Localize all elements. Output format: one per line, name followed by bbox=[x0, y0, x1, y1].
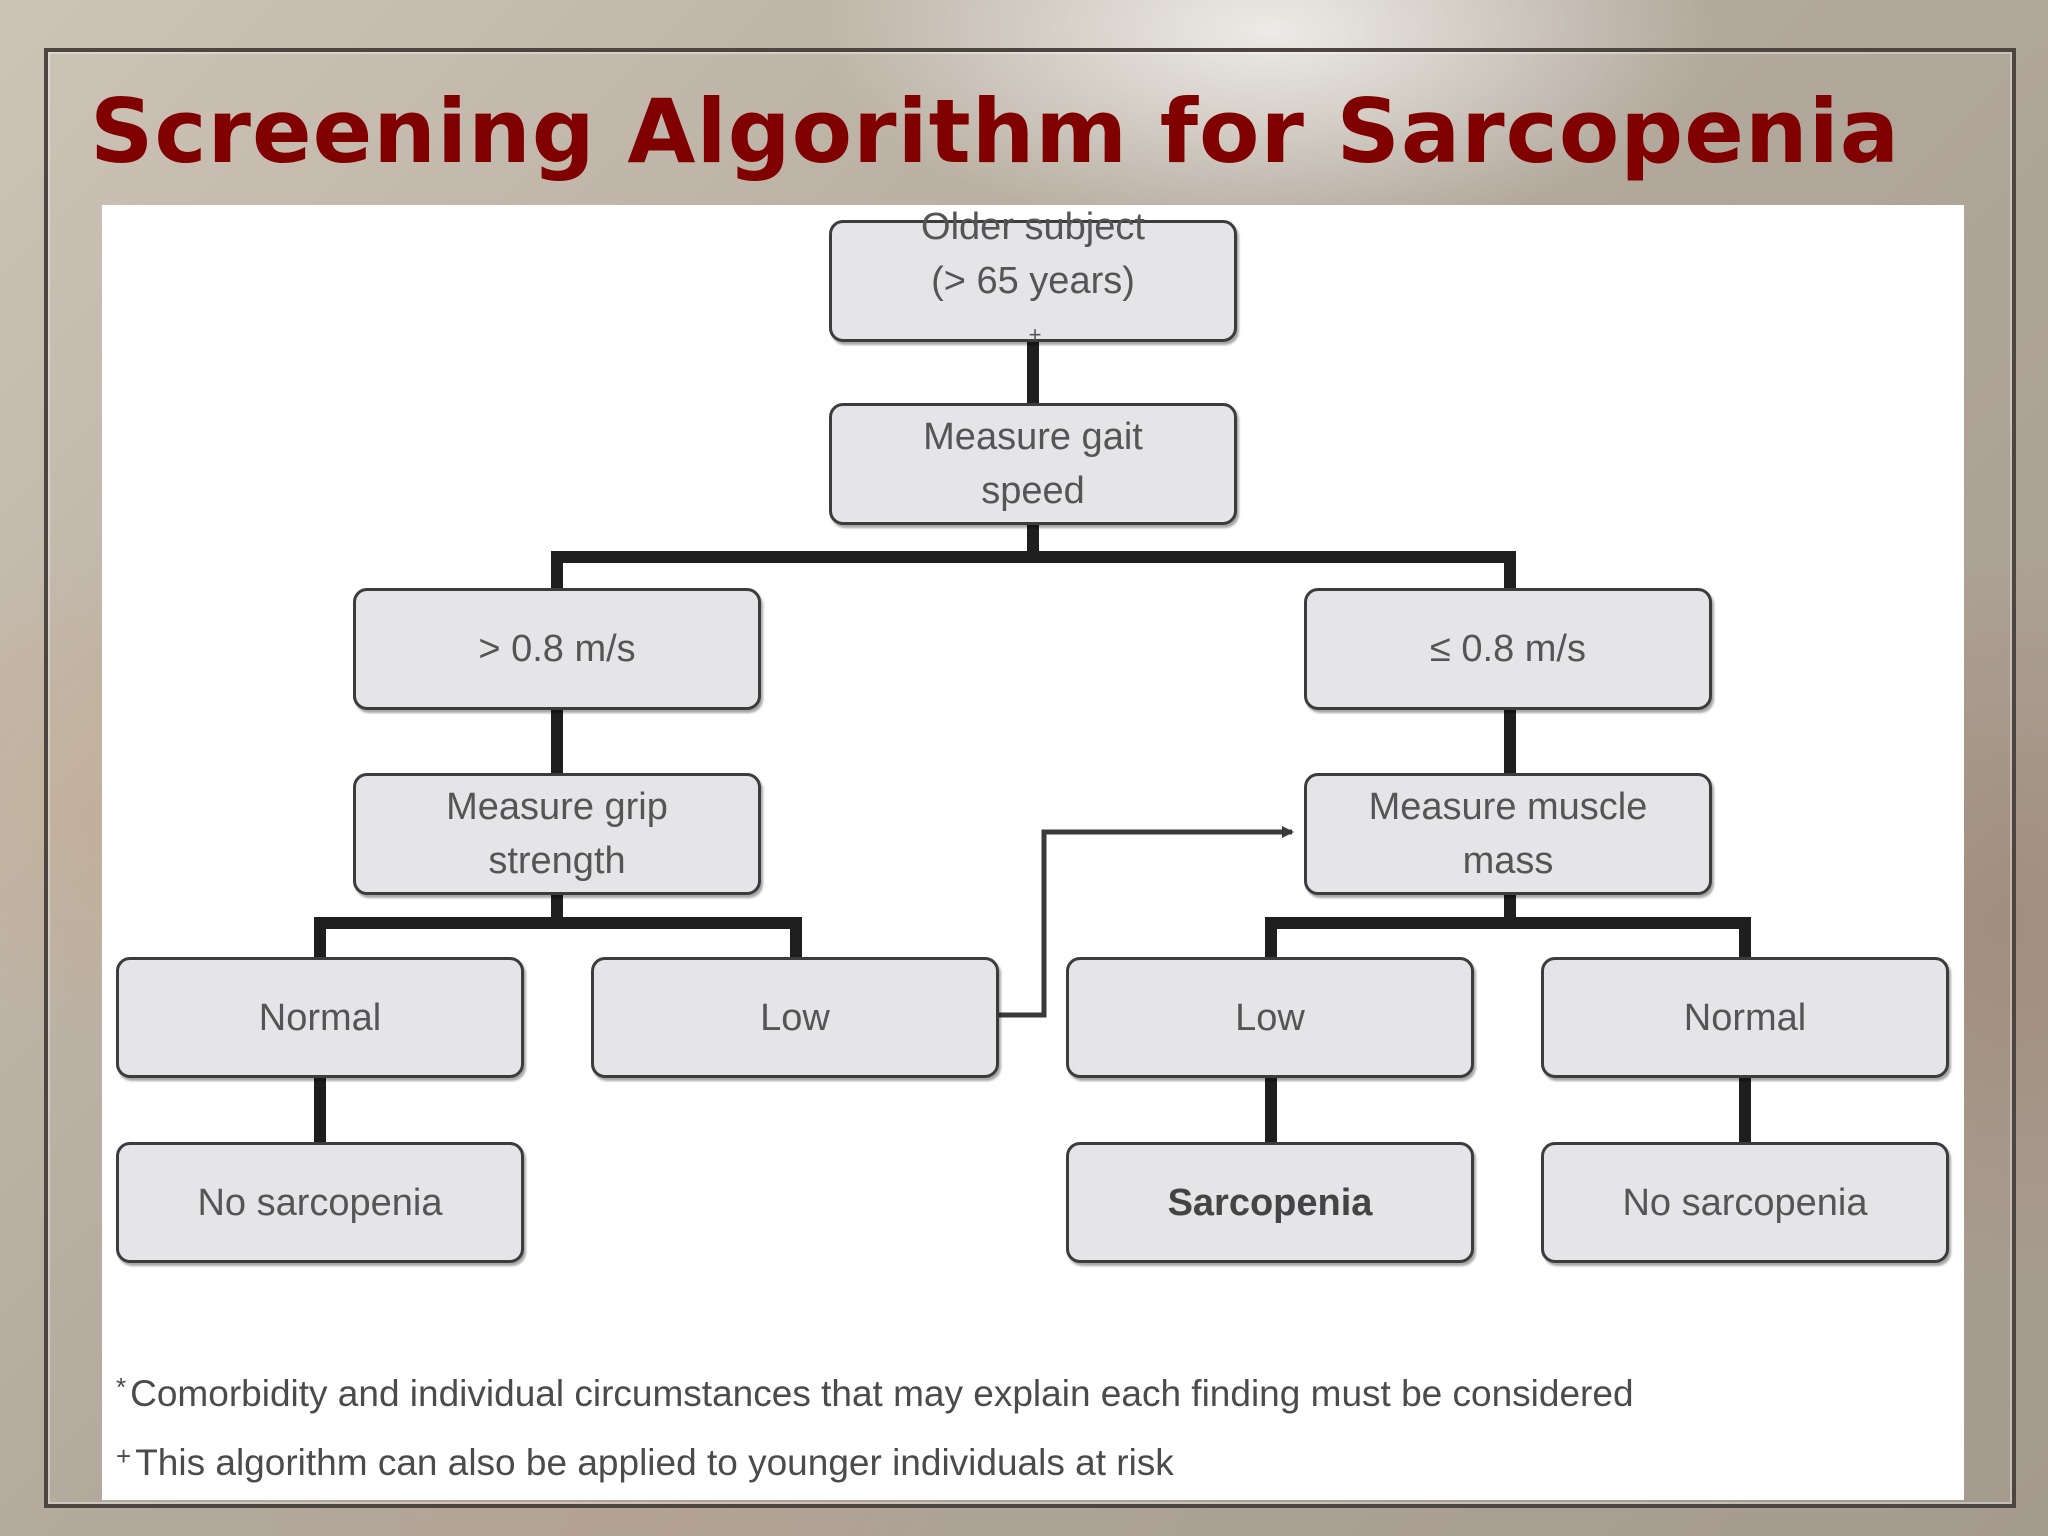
flowchart-connectors bbox=[314, 342, 1751, 1142]
node-no-sarcopenia-left-label: No sarcopenia bbox=[197, 1181, 443, 1224]
node-measure-gait-speed: Measure gait speed bbox=[829, 403, 1237, 525]
node-no-sarcopenia-right: No sarcopenia bbox=[1541, 1142, 1949, 1263]
node-grip-normal-label: Normal bbox=[258, 996, 382, 1039]
slide-title: Screening Algorithm for Sarcopenia bbox=[90, 80, 1901, 183]
node-no-sarcopenia-left: No sarcopenia bbox=[116, 1142, 524, 1263]
node-measure-muscle-mass: Measure muscle mass bbox=[1304, 773, 1712, 895]
footnote-mark-plus: + bbox=[1028, 322, 1042, 347]
node-no-sarcopenia-right-label: No sarcopenia bbox=[1622, 1181, 1868, 1224]
node-older-subject-line1: Older subject bbox=[921, 206, 1145, 248]
node-measure-grip-strength: Measure grip strength bbox=[353, 773, 761, 895]
arrow-grip-low-to-muscle-mass bbox=[999, 826, 1294, 1018]
node-measure-gait-speed-line2: speed bbox=[981, 470, 1085, 512]
flowchart-panel: Older subject (> 65 years)+ Measure gait… bbox=[102, 205, 1964, 1500]
node-mass-normal-label: Normal bbox=[1683, 996, 1807, 1039]
node-sarcopenia-label: Sarcopenia bbox=[1167, 1181, 1373, 1224]
node-gait-greater-than-0-8: > 0.8 m/s bbox=[353, 588, 761, 710]
footnote-younger-individuals-mark: + bbox=[116, 1441, 132, 1471]
node-grip-low-label: Low bbox=[760, 996, 830, 1039]
node-mass-low-label: Low bbox=[1235, 996, 1305, 1039]
footnote-comorbidity: *Comorbidity and individual circumstance… bbox=[116, 1372, 1634, 1415]
node-measure-muscle-mass-line1: Measure muscle bbox=[1368, 786, 1648, 828]
node-gait-at-most-0-8: ≤ 0.8 m/s bbox=[1304, 588, 1712, 710]
node-gait-greater-than-0-8-label: > 0.8 m/s bbox=[478, 628, 636, 670]
footnote-younger-individuals: +This algorithm can also be applied to y… bbox=[116, 1441, 1174, 1484]
node-older-subject-line2: (> 65 years)+ bbox=[921, 254, 1145, 362]
footnote-younger-individuals-text: This algorithm can also be applied to yo… bbox=[135, 1442, 1174, 1483]
node-measure-muscle-mass-line2: mass bbox=[1462, 840, 1554, 882]
node-sarcopenia: Sarcopenia bbox=[1066, 1142, 1474, 1263]
footnote-comorbidity-text: Comorbidity and individual circumstances… bbox=[130, 1373, 1634, 1414]
footnote-comorbidity-mark: * bbox=[116, 1372, 127, 1402]
node-measure-grip-strength-line2: strength bbox=[488, 840, 626, 882]
node-grip-normal: Normal bbox=[116, 957, 524, 1078]
node-older-subject: Older subject (> 65 years)+ bbox=[829, 206, 1237, 347]
node-grip-low: Low bbox=[591, 957, 999, 1078]
node-gait-at-most-0-8-label: ≤ 0.8 m/s bbox=[1429, 628, 1586, 670]
node-measure-gait-speed-line1: Measure gait bbox=[923, 416, 1143, 458]
node-mass-normal: Normal bbox=[1541, 957, 1949, 1078]
slide-frame bbox=[44, 48, 2016, 1508]
node-mass-low: Low bbox=[1066, 957, 1474, 1078]
node-measure-grip-strength-line1: Measure grip bbox=[446, 786, 668, 828]
